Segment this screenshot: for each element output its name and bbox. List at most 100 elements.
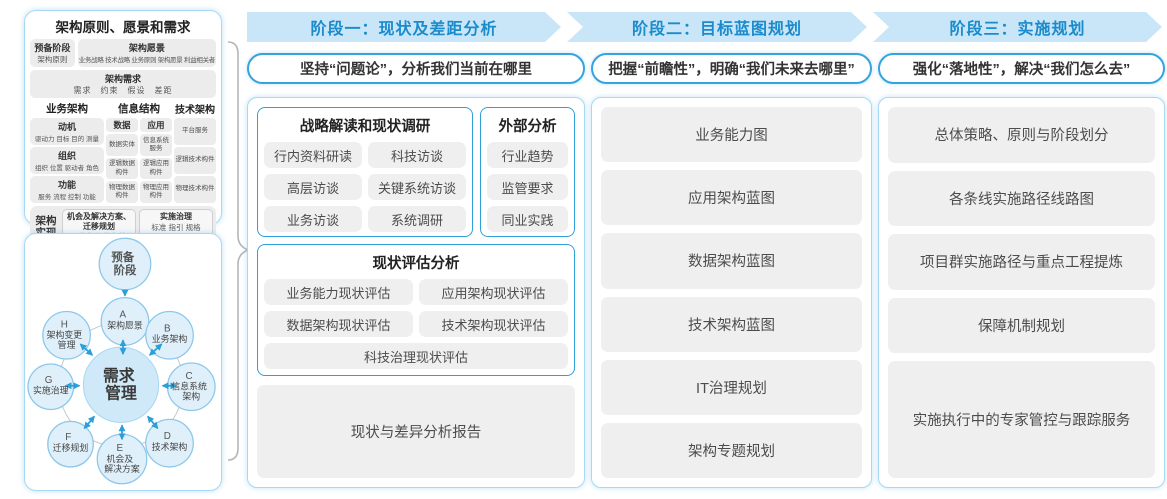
strategy-item-executive-interview: 高层访谈 [264, 174, 362, 200]
external-analysis-title: 外部分析 [498, 119, 557, 135]
assessment-item-business-capability: 业务能力现状评估 [264, 279, 413, 305]
phase3-item-overall-strategy: 总体策略、原则与阶段划分 [888, 107, 1155, 163]
organization-box: 组织 组织 位置 驱动者 角色 [30, 147, 104, 174]
phase3-item-program-path: 项目群实施路径与重点工程提炼 [888, 234, 1155, 290]
prep-phase-box: 预备阶段 架构原则 [30, 39, 75, 67]
physical-tech-box: 物理技术构件 [174, 176, 216, 203]
prep-vision-row: 预备阶段 架构原则 架构愿景 业务战略 技术战略 业务原则 架构愿景 利益相关者 [30, 39, 216, 67]
architecture-requirements-box: 架构需求 需求 约束 假设 差距 [30, 70, 216, 98]
adm-node-b-label: B 业务架构 [152, 318, 188, 344]
architecture-vision-box: 架构愿景 业务战略 技术战略 业务原则 架构愿景 利益相关者 [77, 39, 216, 67]
phase3-banner: 阶段三：实施规划 [873, 12, 1162, 42]
business-architecture-column: 业务架构 动机 驱动力 目标 目的 测量 组织 组织 位置 驱动者 角色 功能 … [30, 101, 104, 203]
adm-node-c-label: C 信息系统 架构 [171, 366, 211, 402]
implementation-governance-title: 实施治理 [160, 212, 192, 221]
opportunities-migration-title: 机会及解决方案、迁移规划 [67, 212, 131, 231]
assessment-item-it-governance: 科技治理现状评估 [264, 343, 568, 369]
architecture-columns: 业务架构 动机 驱动力 目标 目的 测量 组织 组织 位置 驱动者 角色 功能 … [30, 101, 216, 204]
application-header: 应用 [140, 118, 172, 132]
external-item-peer-practice: 同业实践 [487, 206, 568, 232]
strategy-item-business-interview: 业务访谈 [264, 206, 362, 232]
strategy-item-internal-docs: 行内资料研读 [264, 142, 362, 168]
external-item-regulatory: 监管要求 [487, 174, 568, 200]
strategy-research-box: 战略解读和现状调研 行内资料研读 科技访谈 高层访谈 关键系统访谈 业务访谈 系… [257, 107, 473, 237]
adm-node-f-label: F 迁移规划 [53, 427, 89, 453]
principles-panel: 架构原则、愿景和需求 预备阶段 架构原则 架构愿景 业务战略 技术战略 业务原则… [24, 10, 222, 249]
architecture-requirements-item: 需求 约束 假设 差距 [73, 86, 173, 95]
arrow-f-center [83, 415, 95, 430]
architecture-vision-title: 架构愿景 [128, 43, 165, 53]
adm-node-d [145, 418, 194, 468]
business-architecture-header: 业务架构 [46, 103, 88, 115]
platform-service-box: 平台服务 [174, 118, 216, 145]
data-header: 数据 [106, 118, 138, 132]
arrow-d-center [147, 415, 159, 430]
organization-title: 组织 [57, 151, 76, 161]
architecture-vision-item: 业务战略 技术战略 业务原则 架构愿景 利益相关者 [78, 57, 215, 64]
phase2-item-application-blueprint: 应用架构蓝图 [601, 170, 862, 226]
strategy-item-tech-interview: 科技访谈 [368, 142, 466, 168]
principles-panel-title: 架构原则、愿景和需求 [55, 20, 191, 35]
adm-cycle-panel: 预备 阶段 需求 管理 A 架构愿景 B 业务架构 C 信息系统 架构 D [24, 233, 222, 491]
info-system-service-box: 信息系统服务 [140, 134, 172, 156]
assessment-item-technology: 技术架构现状评估 [419, 311, 568, 337]
adm-center-label: 需求 管理 [103, 366, 139, 403]
assessment-item-data: 数据架构现状评估 [264, 311, 413, 337]
phase3-container: 总体策略、原则与阶段划分 各条线实施路径线路图 项目群实施路径与重点工程提炼 保… [878, 97, 1165, 488]
phase1-subtitle: 坚持“问题论”，分析我们当前在哪里 [247, 53, 585, 84]
arrow-h-center [79, 343, 94, 356]
phase2-item-data-blueprint: 数据架构蓝图 [601, 233, 862, 289]
architecture-requirements-title: 架构需求 [104, 74, 141, 84]
motivation-box: 动机 驱动力 目标 目的 测量 [30, 118, 104, 145]
physical-data-box: 物理数据构件 [106, 181, 138, 204]
implementation-governance-item: 标准 指引 规格 [151, 222, 201, 232]
function-item: 服务 流程 控制 功能 [38, 194, 96, 201]
adm-prep-label: 预备 阶段 [111, 248, 138, 277]
phase3-item-safeguard-plan: 保障机制规划 [888, 297, 1155, 354]
assessment-title: 现状评估分析 [372, 256, 460, 272]
technology-architecture-column: 技术架构 平台服务 逻辑技术构件 物理技术构件 [174, 101, 216, 203]
phase3-item-expert-tracking: 实施执行中的专家管控与跟踪服务 [888, 361, 1155, 479]
phase2-item-architecture-topics-plan: 架构专题规划 [601, 422, 862, 479]
phase2-item-technology-blueprint: 技术架构蓝图 [601, 296, 862, 352]
data-entity-box: 数据实体 [106, 134, 138, 156]
adm-node-h-label: H 架构变更 管理 [47, 314, 87, 350]
information-structure-header: 信息结构 [118, 103, 160, 115]
prep-phase-item: 架构原则 [37, 55, 68, 64]
phase3-subtitle: 强化“落地性”，解决“我们怎么去” [878, 53, 1165, 84]
phase3-item-line-roadmap: 各条线实施路径线路图 [888, 170, 1155, 227]
adm-node-a-label: A 架构愿景 [107, 304, 143, 330]
phase1-banner: 阶段一：现状及差距分析 [247, 12, 561, 42]
technology-architecture-header: 技术架构 [175, 105, 215, 116]
arrow-b-center [148, 343, 163, 356]
phase1-container: 战略解读和现状调研 行内资料研读 科技访谈 高层访谈 关键系统访谈 业务访谈 系… [247, 97, 585, 488]
application-subcolumn: 应用 信息系统服务 逻辑应用构件 物理应用构件 [140, 118, 172, 204]
information-structure-column: 信息结构 数据 数据实体 逻辑数据构件 物理数据构件 应用 信息系统服务 逻辑应… [106, 101, 172, 204]
gap-analysis-report-box: 现状与差异分析报告 [257, 385, 575, 478]
physical-app-box: 物理应用构件 [140, 181, 172, 204]
adm-node-h [42, 310, 91, 360]
phase2-banner: 阶段二：目标蓝图规划 [567, 12, 867, 42]
strategy-item-key-system-interview: 关键系统访谈 [368, 174, 466, 200]
logical-app-box: 逻辑应用构件 [140, 157, 172, 180]
logical-data-box: 逻辑数据构件 [106, 157, 138, 180]
data-subcolumn: 数据 数据实体 逻辑数据构件 物理数据构件 [106, 118, 138, 204]
adm-node-e-label: E 机会及 解决方案 [104, 438, 140, 474]
motivation-title: 动机 [57, 122, 76, 132]
organization-item: 组织 位置 驱动者 角色 [35, 165, 99, 172]
phase2-container: 业务能力图 应用架构蓝图 数据架构蓝图 技术架构蓝图 IT治理规划 架构专题规划 [591, 97, 872, 488]
phase2-subtitle: 把握“前瞻性”，明确“我们未来去哪里” [591, 53, 872, 84]
phase2-item-it-governance-plan: IT治理规划 [601, 359, 862, 415]
assessment-item-application: 应用架构现状评估 [419, 279, 568, 305]
adm-node-f [47, 420, 94, 468]
prep-phase-title: 预备阶段 [34, 43, 71, 53]
function-title: 功能 [57, 180, 76, 190]
adm-cycle-diagram: 预备 阶段 需求 管理 A 架构愿景 B 业务架构 C 信息系统 架构 D [27, 237, 216, 485]
adm-node-d-label: D 技术架构 [152, 426, 188, 452]
assessment-box: 现状评估分析 业务能力现状评估 应用架构现状评估 数据架构现状评估 技术架构现状… [257, 244, 575, 376]
strategy-research-title: 战略解读和现状调研 [299, 119, 431, 135]
external-item-industry-trends: 行业趋势 [487, 142, 568, 168]
function-box: 功能 服务 流程 控制 功能 [30, 176, 104, 203]
strategy-item-system-survey: 系统调研 [368, 206, 466, 232]
